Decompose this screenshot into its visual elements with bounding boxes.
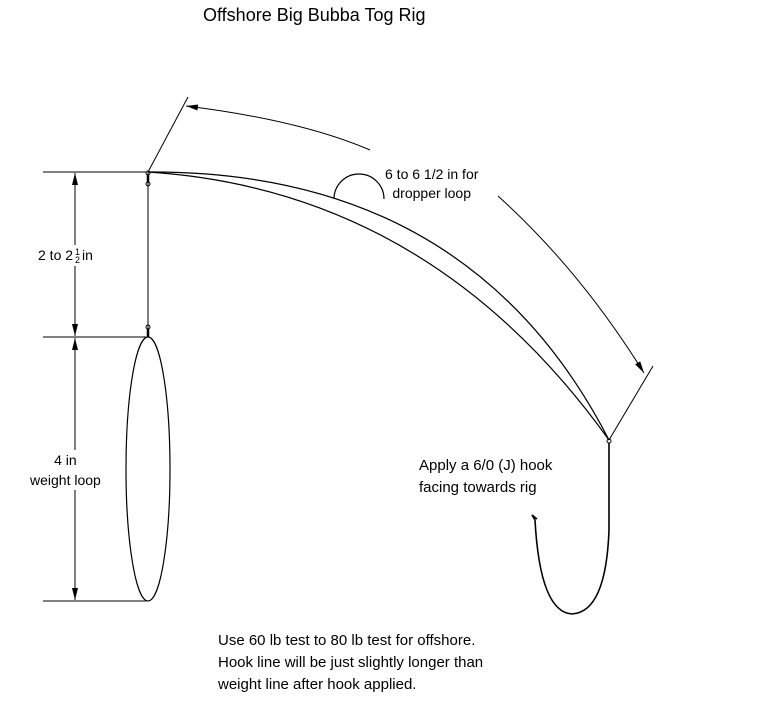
diagram-title: Offshore Big Bubba Tog Rig (203, 5, 426, 25)
hook-note-line2: facing towards rig (419, 479, 537, 496)
arc-dimension-left (185, 104, 371, 151)
footer-note: Use 60 lb test to 80 lb test for offshor… (218, 630, 483, 696)
weight-loop-label: 4 in weight loop (30, 450, 101, 490)
arc-dimension-right (497, 195, 645, 374)
footer-note-line3: weight line after hook applied. (218, 676, 417, 693)
hook-note-line1: Apply a 6/0 (J) hook (419, 457, 553, 474)
dropper-loop-outer (147, 171, 610, 441)
bottom-knot-icon (145, 324, 151, 337)
fraction-numerator: 1 (75, 247, 81, 258)
dropper-loop-inner (147, 171, 610, 441)
dropper-loop-label-line1: 6 to 6 1/2 in for (385, 166, 479, 182)
half-circle-symbol (333, 173, 385, 200)
hook-note: Apply a 6/0 (J) hook facing towards rig (419, 455, 552, 499)
upper-line-suffix: in (82, 247, 93, 263)
dropper-loop-label: 6 to 6 1/2 in for dropper loop (385, 165, 478, 203)
fraction-denominator: 2 (75, 255, 81, 266)
weight-loop-label-line2: weight loop (30, 472, 101, 488)
hook-icon (531, 443, 610, 615)
weight-loop-label-line1: 4 in (54, 452, 77, 468)
dropper-loop-label-line2: dropper loop (392, 185, 472, 201)
footer-note-line1: Use 60 lb test to 80 lb test for offshor… (218, 632, 476, 649)
arc-extension-left (147, 96, 189, 173)
weight-loop (125, 336, 171, 602)
arc-extension-right (608, 365, 654, 441)
footer-note-line2: Hook line will be just slightly longer t… (218, 654, 484, 671)
upper-line-prefix: 2 to 2 (38, 247, 74, 263)
